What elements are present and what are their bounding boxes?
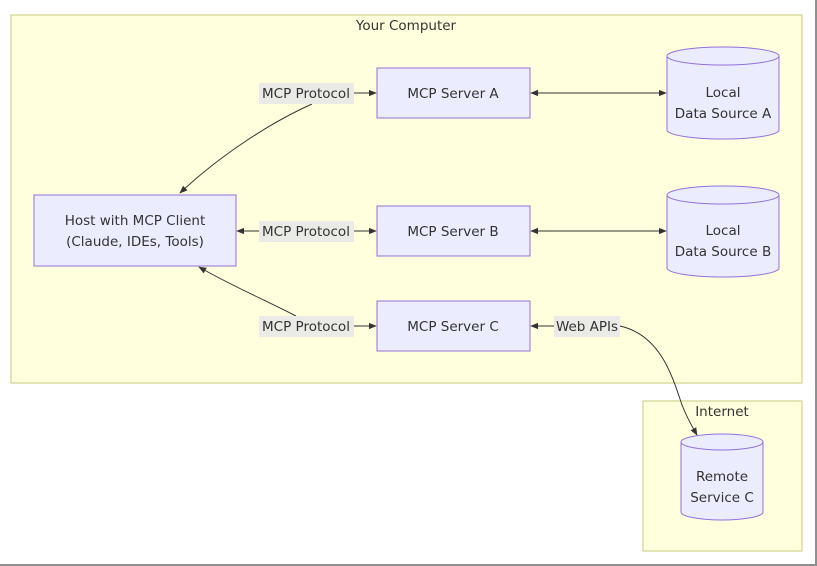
node-remote-c-line2: Service C: [690, 490, 754, 506]
node-server-b-label: MCP Server B: [407, 224, 498, 240]
edge-label-text-web-apis: Web APIs: [556, 319, 618, 335]
cylinder-remote-c-top: [680, 441, 764, 451]
edge-label-host-server-a: MCP Protocol: [259, 83, 354, 104]
edges: [179, 89, 698, 436]
edge-host-server-a-curve: [179, 103, 313, 194]
node-remote-c-line1: Remote: [696, 469, 748, 485]
node-host-line2: (Claude, IDEs, Tools): [66, 234, 204, 250]
node-source-b-line1: Local: [706, 223, 741, 239]
edge-label-text-host-server-b: MCP Protocol: [262, 224, 350, 240]
edge-label-web-apis: Web APIs: [554, 316, 620, 337]
cluster-title-your-computer: Your Computer: [355, 18, 457, 34]
edge-label-host-server-b: MCP Protocol: [259, 221, 354, 242]
node-remote-service-c[interactable]: Remote Service C: [680, 433, 764, 521]
edge-label-host-server-c: MCP Protocol: [259, 316, 354, 337]
node-mcp-server-b[interactable]: MCP Server B: [376, 205, 531, 257]
cylinder-source-b: [666, 185, 780, 278]
node-local-data-source-b[interactable]: Local Data Source B: [666, 185, 780, 278]
node-server-c-label: MCP Server C: [407, 319, 499, 335]
node-source-b-line2: Data Source B: [675, 244, 771, 260]
edge-label-text-host-server-c: MCP Protocol: [262, 319, 350, 335]
node-source-a-line1: Local: [706, 85, 741, 101]
node-local-data-source-a[interactable]: Local Data Source A: [666, 46, 780, 140]
edge-host-server-c-curve: [198, 266, 297, 317]
edge-web-apis-remote: [619, 325, 698, 436]
cluster-internet: Internet: [642, 400, 803, 552]
node-host-mcp-client[interactable]: Host with MCP Client (Claude, IDEs, Tool…: [33, 194, 237, 267]
cylinder-source-a-top: [666, 55, 780, 66]
cylinder-source-b-top: [666, 194, 780, 205]
cylinder-remote-c: [680, 433, 764, 521]
node-mcp-server-c[interactable]: MCP Server C: [376, 300, 531, 352]
node-source-a-line2: Data Source A: [675, 106, 772, 122]
cylinder-source-a: [666, 46, 780, 140]
edge-label-text-host-server-a: MCP Protocol: [262, 86, 350, 102]
node-host-line1: Host with MCP Client: [65, 213, 206, 229]
cluster-title-internet: Internet: [695, 404, 749, 420]
node-server-a-label: MCP Server A: [407, 86, 499, 102]
node-mcp-server-a[interactable]: MCP Server A: [376, 67, 531, 119]
